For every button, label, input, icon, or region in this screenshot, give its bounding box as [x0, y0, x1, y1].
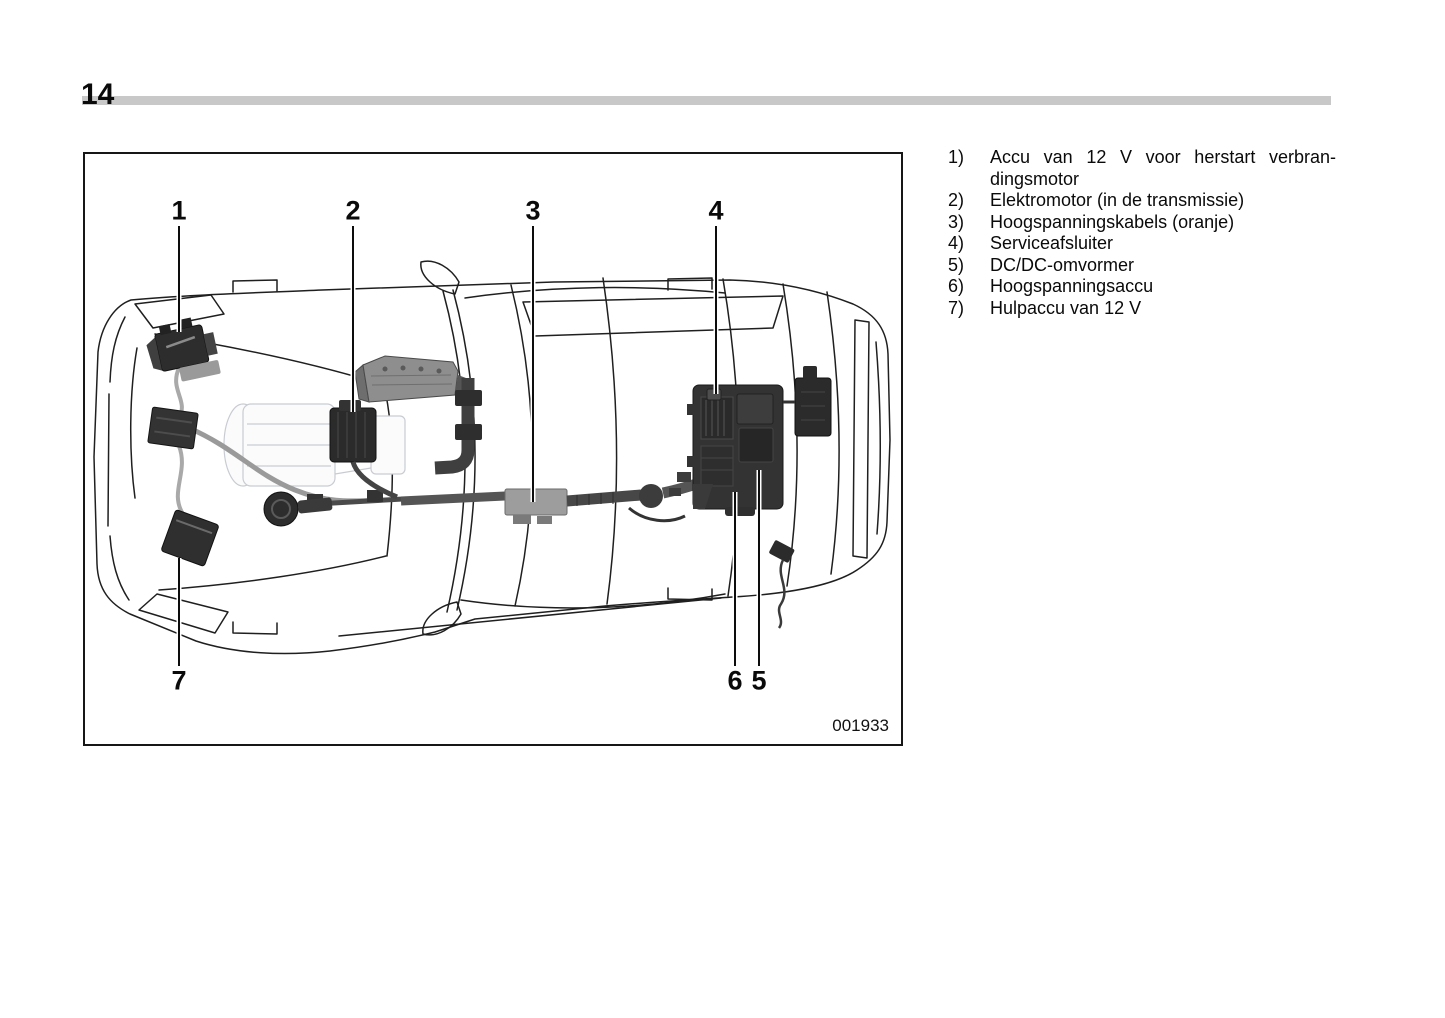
- legend-item-number: 4): [948, 233, 965, 253]
- legend-item-text: Elektromotor (in de transmissie): [990, 190, 1245, 210]
- battery-12v-restart-illustration: [146, 317, 221, 382]
- callout-1: 1: [171, 195, 187, 226]
- legend-item-text: Hoogspanningsaccu: [990, 276, 1154, 296]
- callout-6: 6: [727, 665, 743, 696]
- callout-4: 4: [708, 195, 724, 226]
- legend-item-6: 6) Hoogspanningsaccu: [948, 276, 1336, 298]
- legend-item-2: 2) Elektromotor (in de transmissie): [948, 190, 1336, 212]
- page-number: 14: [81, 78, 115, 111]
- side-mirror-top: [420, 260, 460, 295]
- legend-item-number: 2): [948, 190, 965, 210]
- figure-frame: 1 2 3 4 7 6 5 001933: [83, 152, 903, 746]
- steering-assembly: [263, 490, 404, 527]
- auxiliary-battery-illustration: [161, 509, 219, 567]
- side-mirror-bottom: [422, 601, 462, 636]
- car-diagram: [93, 226, 891, 666]
- figure-code: 001933: [832, 716, 889, 735]
- cable-duct-illustration: [434, 378, 482, 475]
- callout-7: 7: [171, 665, 187, 696]
- legend-item-5: 5) DC/DC-omvormer: [948, 255, 1336, 277]
- legend-item-text: Hulpaccu van 12 V: [990, 297, 1142, 318]
- legend-item-text: Serviceafsluiter: [990, 233, 1114, 253]
- legend-item-number: 3): [948, 211, 965, 232]
- callout-3: 3: [525, 195, 541, 226]
- legend-item-number: 6): [948, 276, 965, 296]
- callout-5: 5: [751, 665, 767, 696]
- legend-item-number: 7): [948, 297, 965, 318]
- relay-block-illustration: [147, 406, 199, 450]
- transmission-sketch: [223, 403, 406, 487]
- legend-item-3: 3) Hoogspanningskabels (oranje): [948, 212, 1336, 234]
- legend-list: 1) Accu van 12 V voor herstart verbran- …: [948, 147, 1336, 319]
- hv-cables-illustration: [400, 467, 728, 524]
- callout-2: 2: [345, 195, 361, 226]
- legend-item-text: Hoogspanningskabels (oranje): [990, 211, 1235, 232]
- rear-converter-illustration: [769, 366, 832, 629]
- legend-item-number: 1): [948, 147, 965, 167]
- legend-item-number: 5): [948, 254, 965, 275]
- callout-lines: [176, 226, 762, 666]
- legend-item-7: 7) Hulpaccu van 12 V: [948, 298, 1336, 320]
- legend-item-4: 4) Serviceafsluiter: [948, 233, 1336, 255]
- legend-item-text: DC/DC-omvormer: [990, 254, 1134, 275]
- header-rule: [82, 96, 1331, 105]
- legend-item-text: Accu van 12 V voor herstart verbran- din…: [990, 147, 1336, 189]
- legend-item-1: 1) Accu van 12 V voor herstart verbran- …: [948, 147, 1336, 190]
